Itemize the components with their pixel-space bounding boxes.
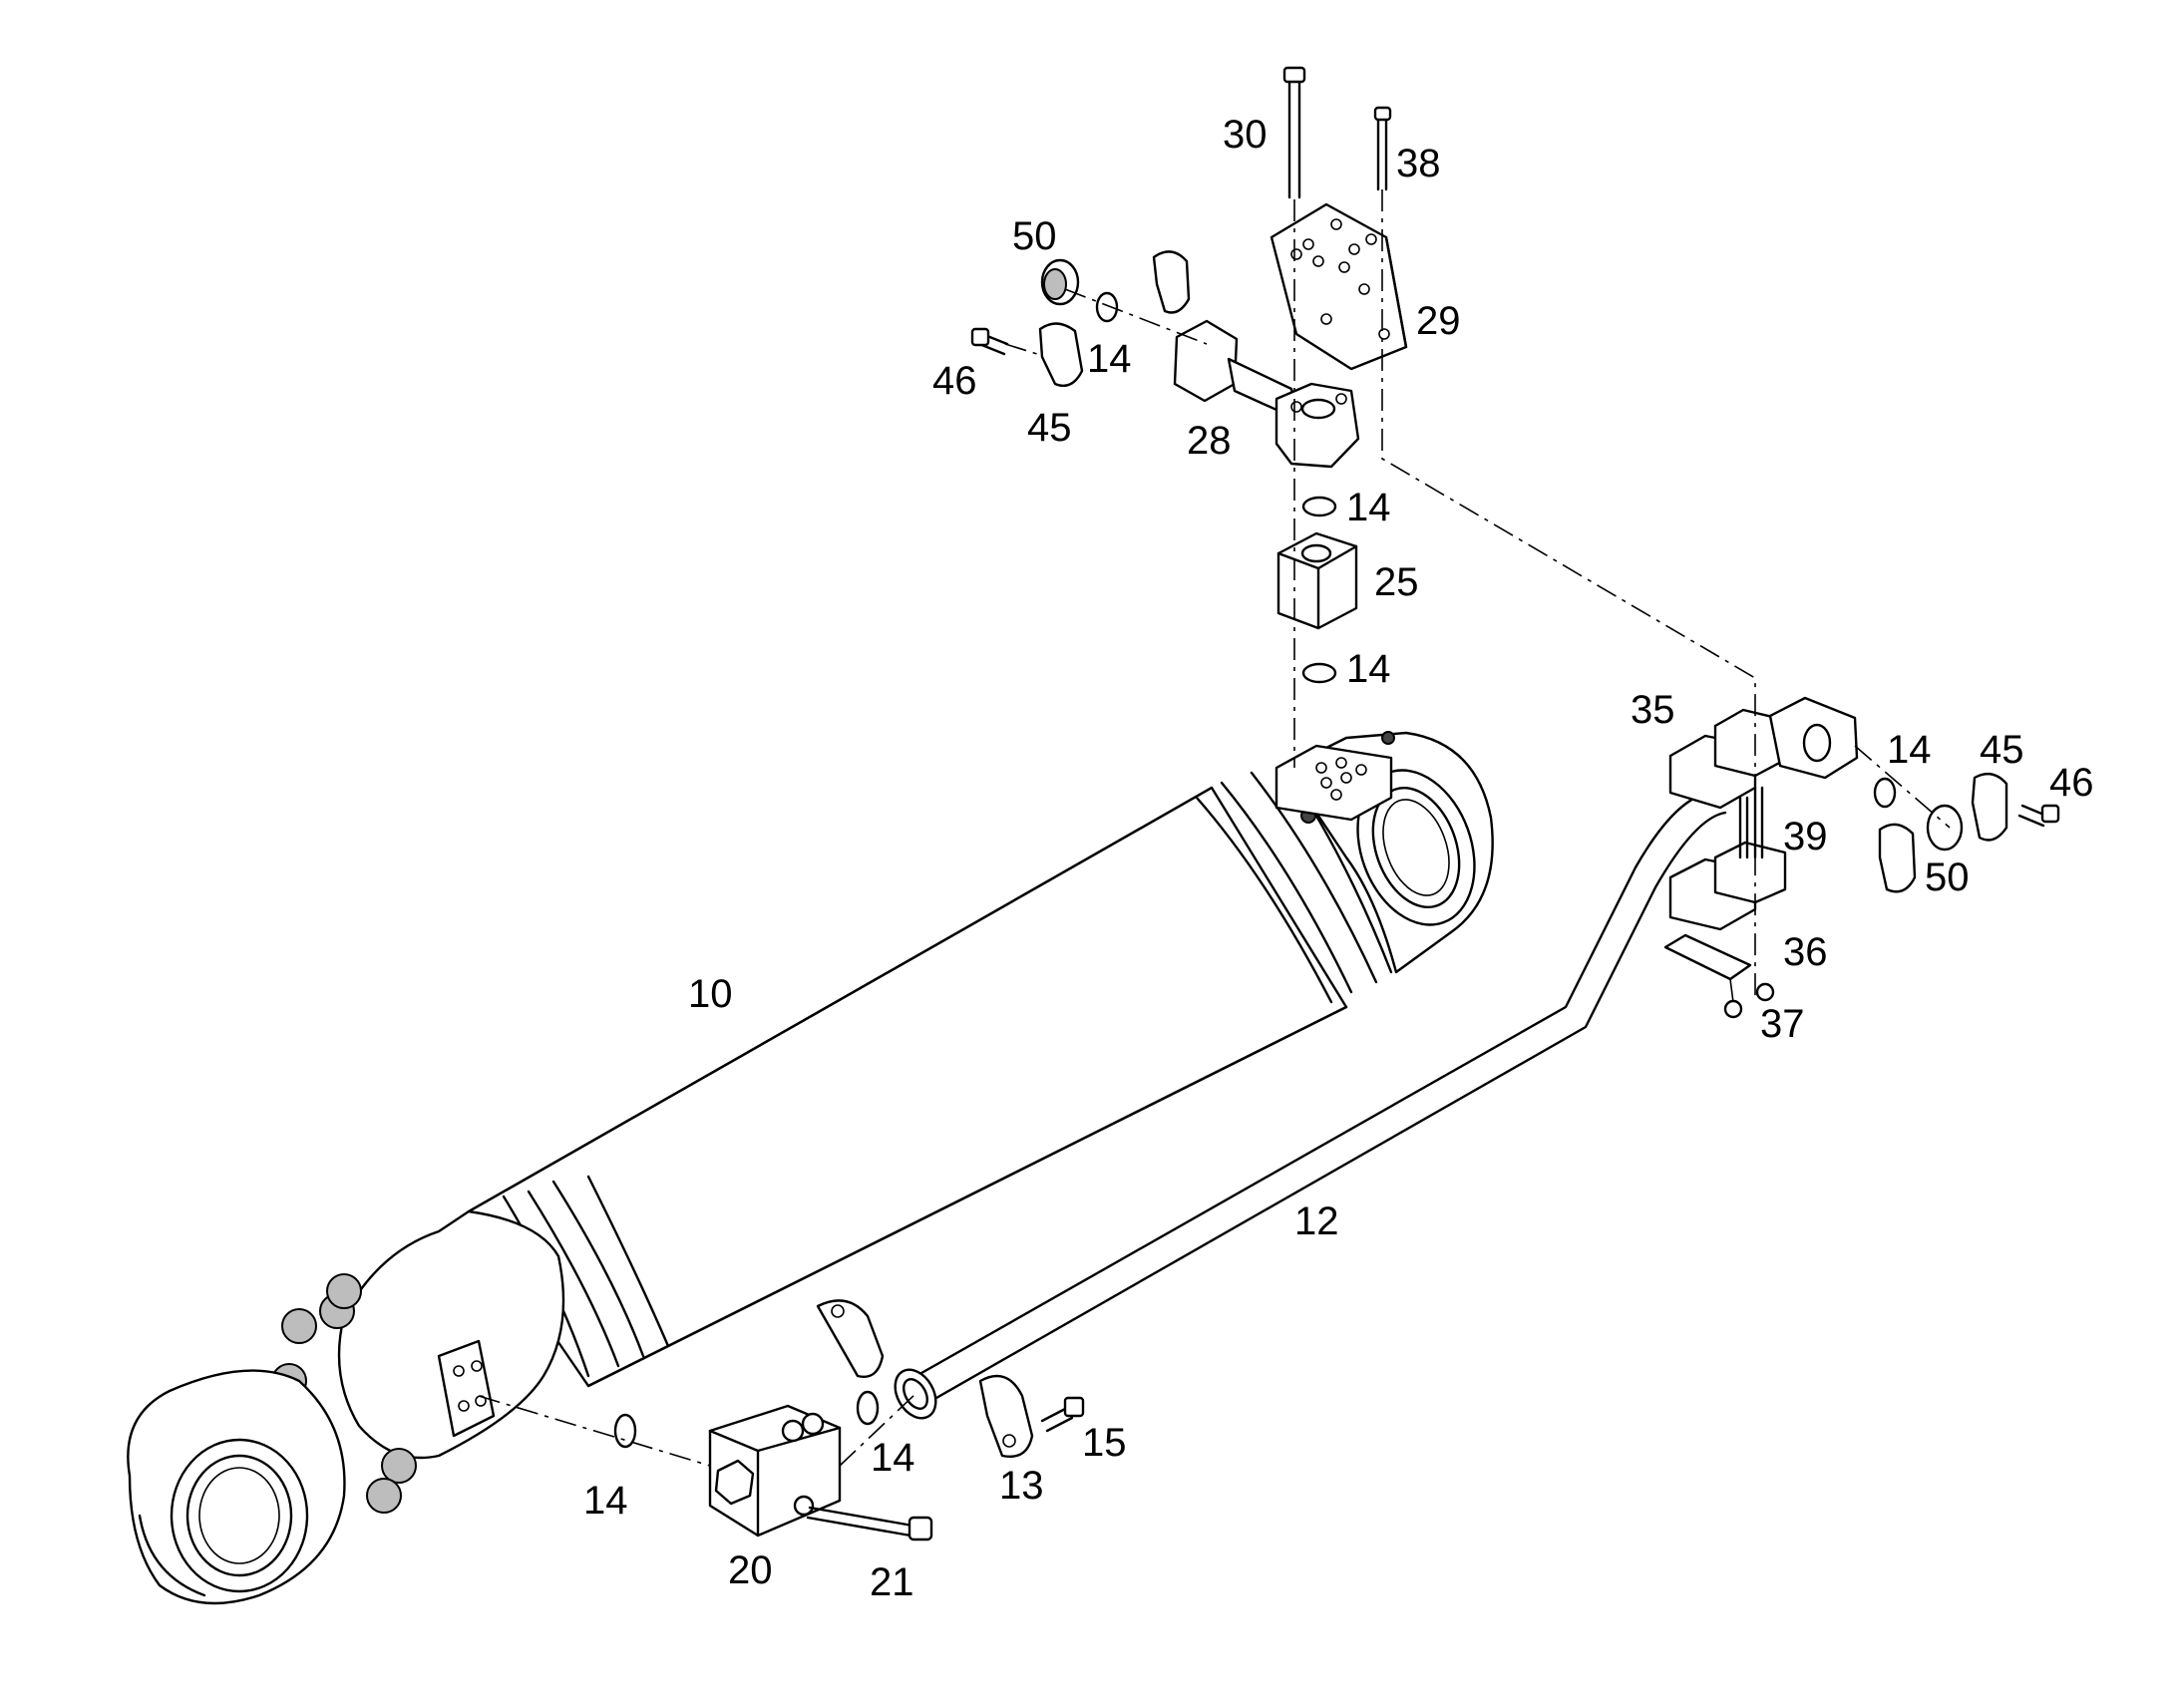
callout-10: 10 — [688, 972, 733, 1016]
callout-28: 28 — [1187, 419, 1232, 463]
nut-37-b — [1755, 982, 1775, 1002]
callout-20: 20 — [728, 1548, 773, 1592]
callout-30: 30 — [1223, 113, 1268, 157]
callout-13: 13 — [999, 1464, 1044, 1508]
callout-14-mid2: 14 — [1346, 647, 1391, 691]
spacer-block-25 — [1276, 531, 1358, 630]
callout-14-lower-left: 14 — [583, 1479, 628, 1523]
clamp-halves-13 — [816, 1299, 1034, 1458]
callout-38: 38 — [1396, 142, 1441, 185]
seal-50-left — [1040, 258, 1080, 306]
callout-21: 21 — [870, 1560, 914, 1604]
o-ring-14-c — [1301, 496, 1337, 517]
pipe-clamp-35 — [1668, 696, 1859, 810]
seal-50-right — [1926, 804, 1964, 852]
callout-50-left: 50 — [1012, 214, 1057, 258]
valve-block-20 — [708, 1404, 842, 1537]
elbow-fitting-28 — [1173, 319, 1360, 469]
callout-15: 15 — [1082, 1421, 1127, 1465]
screw-46-right — [2017, 804, 2060, 828]
callout-35: 35 — [1631, 688, 1675, 732]
bolt-38 — [1373, 106, 1392, 191]
callout-14-mid1: 14 — [1346, 486, 1391, 529]
screw-15 — [1040, 1396, 1085, 1433]
callout-14-right: 14 — [1887, 728, 1932, 772]
callout-14-top: 14 — [1087, 337, 1132, 381]
screw-46-left — [970, 327, 1009, 356]
plate-29 — [1270, 202, 1408, 371]
assembly-centerlines — [478, 189, 1951, 1467]
screw-21 — [806, 1506, 933, 1541]
clamp-halves-45-left — [1038, 250, 1191, 388]
callout-14-lower-right: 14 — [871, 1436, 915, 1480]
nut-37-a — [1723, 999, 1743, 1019]
o-ring-14-a — [613, 1413, 637, 1449]
callout-46-right: 46 — [2049, 761, 2094, 805]
cylinder-assembly — [127, 731, 1494, 1605]
callout-45-right: 45 — [1980, 728, 2024, 772]
callout-37: 37 — [1760, 1002, 1805, 1046]
callout-50-right: 50 — [1925, 855, 1970, 899]
o-ring-14-f — [1873, 777, 1897, 809]
callout-labels: 30 38 50 29 46 14 45 28 14 25 14 35 14 4… — [583, 113, 2094, 1604]
o-ring-14-d — [1301, 662, 1337, 684]
o-ring-14-b — [856, 1390, 880, 1426]
pipe-clamp-36 — [1663, 841, 1787, 981]
o-ring-14-e — [1095, 291, 1119, 323]
callout-29: 29 — [1416, 299, 1461, 343]
bolt-30 — [1282, 66, 1306, 199]
callout-12: 12 — [1294, 1199, 1339, 1243]
callout-36: 36 — [1783, 930, 1828, 974]
callout-25: 25 — [1374, 560, 1419, 604]
clamp-halves-45-right — [1878, 772, 2008, 893]
callout-46-left: 46 — [932, 359, 977, 403]
callout-45-left: 45 — [1027, 406, 1072, 450]
callout-39: 39 — [1783, 815, 1828, 858]
